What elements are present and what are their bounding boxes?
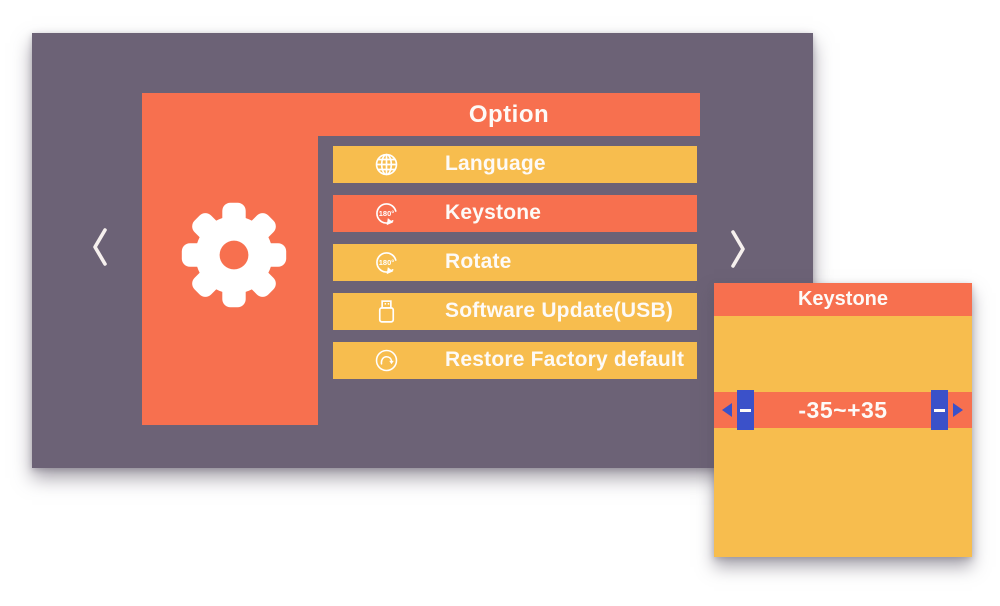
page-header: Option (142, 93, 700, 136)
menu-item-keystone[interactable]: 180° Keystone (333, 195, 697, 232)
popup-title: Keystone (797, 288, 889, 310)
restore-icon (371, 345, 401, 375)
next-page-chevron-icon[interactable] (729, 229, 747, 269)
menu-item-rotate[interactable]: 180° Rotate (333, 244, 697, 281)
menu-item-language[interactable]: Language (333, 146, 697, 183)
menu-item-label: Rotate (445, 250, 512, 274)
settings-panel: Option Language 180° (32, 33, 813, 468)
slider-handle-max[interactable] (931, 390, 948, 430)
increase-arrow-icon[interactable] (953, 403, 963, 417)
decrease-arrow-icon[interactable] (722, 403, 732, 417)
popup-header: Keystone (714, 283, 972, 316)
usb-drive-icon (371, 296, 401, 326)
rotate-180-icon: 180° (371, 198, 401, 228)
keystone-popup: Keystone -35~+35 (714, 283, 972, 557)
minus-icon (740, 408, 751, 412)
option-menu: Language 180° Keystone 180° Rotate (333, 146, 697, 379)
svg-text:180°: 180° (378, 258, 393, 267)
menu-item-label: Software Update(USB) (445, 299, 674, 323)
range-label: -35~+35 (798, 396, 888, 423)
slider-handle-min[interactable] (737, 390, 754, 430)
menu-item-label: Language (445, 152, 546, 176)
page-title: Option (468, 100, 550, 128)
menu-item-label: Keystone (445, 201, 542, 225)
svg-text:180°: 180° (378, 209, 393, 218)
menu-item-label: Restore Factory default (445, 348, 685, 372)
prev-page-chevron-icon[interactable] (91, 227, 109, 267)
keystone-range-slider[interactable]: -35~+35 (714, 390, 972, 430)
menu-item-software-update[interactable]: Software Update(USB) (333, 293, 697, 330)
menu-item-restore-factory[interactable]: Restore Factory default (333, 342, 697, 379)
minus-icon (934, 408, 945, 412)
globe-icon (371, 149, 401, 179)
rotate-180-icon: 180° (371, 247, 401, 277)
gear-icon (180, 201, 288, 309)
